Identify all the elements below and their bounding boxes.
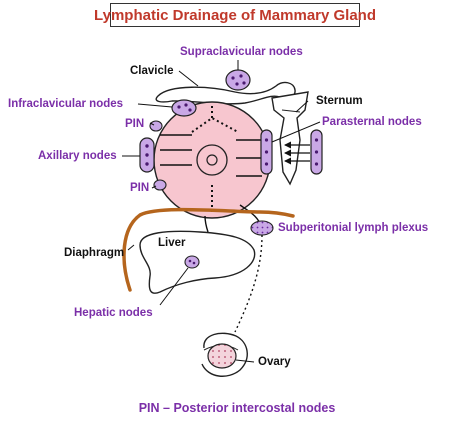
- parasternal-label: Parasternal nodes: [322, 116, 422, 128]
- infraclavicular-label: Infraclavicular nodes: [8, 98, 124, 110]
- supraclavicular-node: [225, 69, 251, 91]
- diaphragm-label: Diaphragm: [64, 247, 125, 259]
- pin-bottom-node: [153, 179, 167, 191]
- ovary-shape: [207, 343, 237, 369]
- footer-note: PIN – Posterior intercostal nodes: [138, 401, 336, 415]
- axillary-label: Axillary nodes: [38, 150, 117, 162]
- sternum-label: Sternum: [316, 95, 363, 107]
- liver-label: Liver: [158, 237, 186, 249]
- diaphragm-curve: [122, 207, 295, 292]
- pin-bottom-label: PIN: [130, 182, 150, 194]
- hepatic-label: Hepatic nodes: [74, 307, 153, 319]
- sternum-shape: [271, 91, 309, 186]
- hepatic-node: [184, 255, 200, 269]
- pin-top-label: PIN: [125, 118, 145, 130]
- uterine-tube: [201, 332, 248, 377]
- infraclavicular-node: [171, 99, 197, 117]
- diagram-title: Lymphatic Drainage of Mammary Gland: [94, 3, 376, 27]
- ovary-label: Ovary: [258, 356, 291, 368]
- subperitonial-label: Subperitonial lymph plexus: [278, 222, 429, 234]
- clavicle-label: Clavicle: [130, 65, 174, 77]
- pin-top-node: [149, 120, 163, 132]
- supraclavicular-label: Supraclavicular nodes: [180, 46, 303, 58]
- nipple: [206, 154, 218, 166]
- subperitonial-plexus: [250, 220, 274, 236]
